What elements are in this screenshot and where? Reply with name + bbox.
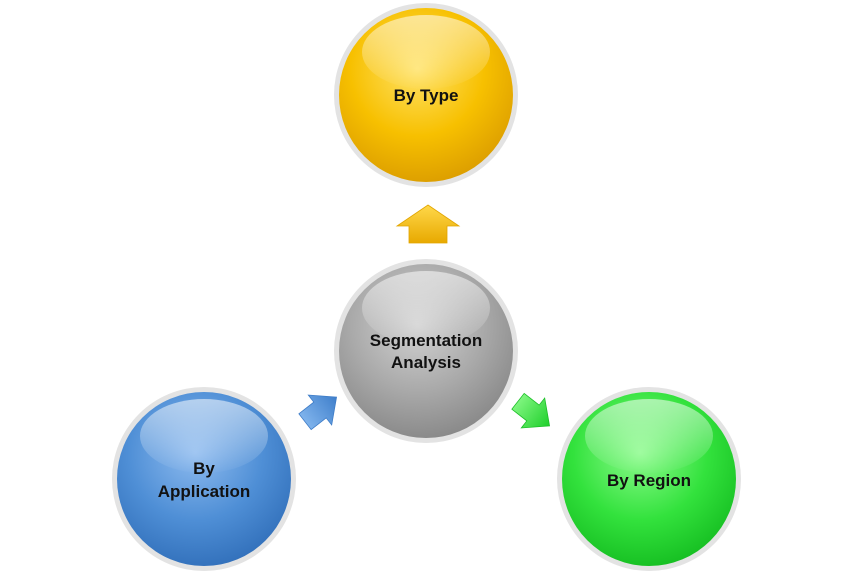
node-by-application: By Application bbox=[112, 387, 296, 571]
segmentation-analysis-label-line2: Analysis bbox=[391, 353, 461, 372]
arrow-to-region bbox=[511, 392, 551, 429]
by-type-label: By Type bbox=[394, 86, 459, 105]
by-application-label-line2: Application bbox=[158, 482, 251, 501]
arrow-to-application bbox=[298, 394, 338, 431]
node-by-type: By Type bbox=[334, 3, 518, 187]
segmentation-analysis-label-line1: Segmentation bbox=[370, 331, 482, 350]
by-region-label: By Region bbox=[607, 471, 691, 490]
by-application-label-line1: By bbox=[193, 459, 215, 478]
arrow-up-to-type bbox=[395, 204, 461, 244]
node-segmentation-analysis: Segmentation Analysis bbox=[334, 259, 518, 443]
node-by-region: By Region bbox=[557, 387, 741, 571]
